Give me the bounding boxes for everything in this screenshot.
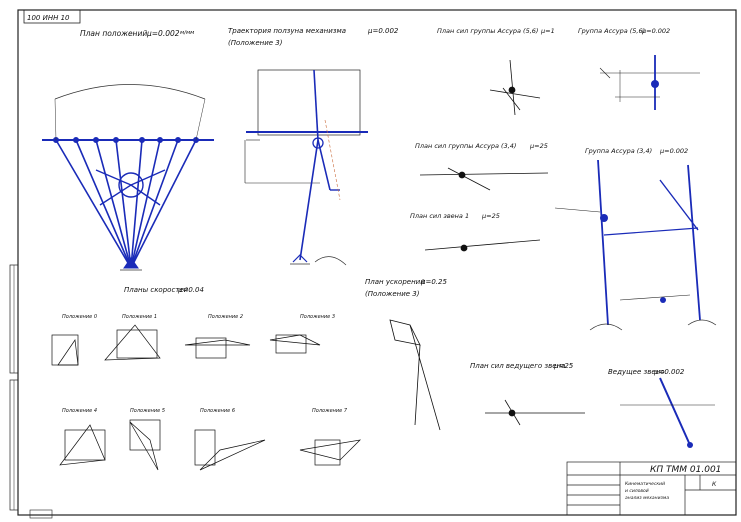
accel-position: (Положение 3): [365, 290, 420, 298]
accel-diagram: [389, 319, 441, 431]
title-row-2: и силовой: [625, 488, 649, 494]
forces34-title: План сил группы Ассура (3,4): [415, 142, 516, 150]
group34-diagram: [554, 159, 717, 331]
velocity-plans: Положение 0 Положение 1 Положение 2 Поло…: [51, 314, 362, 471]
title-block: [566, 461, 737, 516]
vel-pos-2: Положение 2: [208, 314, 243, 320]
velocities-mu: μ=0.04: [177, 286, 204, 294]
group56-mu: μ=0.002: [641, 27, 670, 35]
vel-pos-7: Положение 7: [312, 408, 348, 414]
forces-lead-mu: μ=25: [553, 362, 574, 370]
vel-pos-6: Положение 6: [200, 408, 235, 414]
positions-diagram: [42, 84, 214, 271]
accel-title: План ускорений: [365, 278, 425, 286]
slider-title: Траектория ползуна механизма: [228, 27, 346, 35]
velocities-title: Планы скоростей: [124, 286, 189, 294]
group34-title: Группа Ассура (3,4): [585, 147, 652, 155]
lead-mu: μ=0.002: [653, 368, 685, 376]
lead-title: Ведущее звено: [608, 368, 665, 376]
vel-pos-5: Положение 5: [130, 408, 165, 414]
code-top: 100 ИНН 10: [27, 14, 70, 22]
positions-mu: μ=0.002: [146, 29, 180, 38]
title-stamp: К: [712, 481, 717, 488]
code-box: [23, 9, 81, 24]
lead-diagram: [620, 377, 715, 448]
forces56-title: План сил группы Ассура (5,6): [437, 27, 538, 35]
forces-lead-diagram: [485, 399, 585, 426]
slider-mu: μ=0.002: [367, 27, 399, 35]
group56-diagram: [599, 55, 700, 110]
forces34-diagram: [419, 167, 549, 191]
group34-mu: μ=0.002: [659, 147, 688, 155]
slider-position: (Положение 3): [228, 39, 283, 47]
vel-pos-3: Положение 3: [300, 314, 335, 320]
positions-unit: м/мм: [180, 30, 194, 36]
vel-pos-1: Положение 1: [122, 314, 157, 320]
slider-diagram: [244, 69, 368, 266]
forces56-mu: μ=1: [540, 27, 555, 35]
forces56-diagram: [489, 59, 541, 116]
forces34-mu: μ=25: [529, 142, 548, 150]
forces-link1-diagram: [424, 239, 541, 252]
positions-title: План положений: [80, 29, 147, 38]
vel-pos-0: Положение 0: [62, 314, 97, 320]
forces-link1-mu: μ=25: [481, 212, 500, 220]
title-row-1: Кинематический: [625, 481, 665, 487]
title-row-3: анализ механизма: [625, 496, 669, 501]
accel-mu: μ=0.25: [420, 278, 447, 286]
forces-lead-title: План сил ведущего звена: [470, 362, 565, 370]
title-code: КП ТММ 01.001: [650, 465, 721, 475]
group56-title: Группа Ассура (5,6): [578, 27, 645, 35]
sheet-frame: [17, 9, 737, 516]
forces-link1-title: План сил звена 1: [410, 212, 469, 220]
vel-pos-4: Положение 4: [62, 408, 97, 414]
